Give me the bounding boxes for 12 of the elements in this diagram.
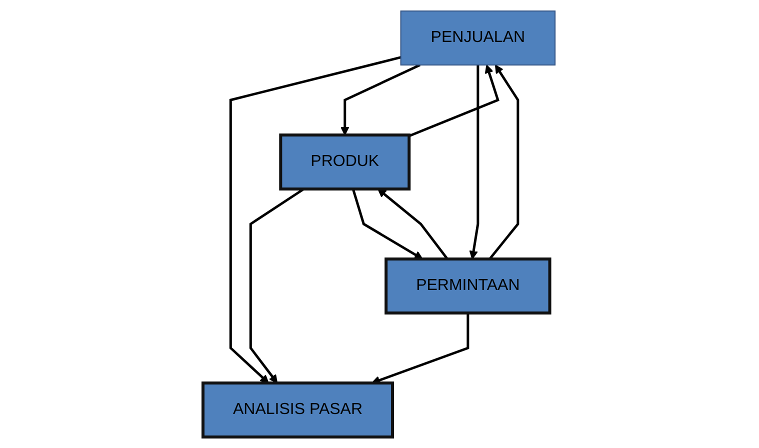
arrow xyxy=(470,65,480,260)
node-box: PERMINTAAN xyxy=(385,258,552,314)
arrow xyxy=(378,188,449,260)
arrow xyxy=(409,64,500,138)
arrow xyxy=(352,188,424,260)
node-box: PRODUK xyxy=(280,134,412,190)
arrow xyxy=(230,56,402,384)
node-box: PENJUALAN xyxy=(400,10,556,66)
arrow xyxy=(489,64,520,260)
node-box: ANALISIS PASAR xyxy=(202,382,394,438)
arrow xyxy=(340,64,421,136)
arrow xyxy=(372,313,470,384)
